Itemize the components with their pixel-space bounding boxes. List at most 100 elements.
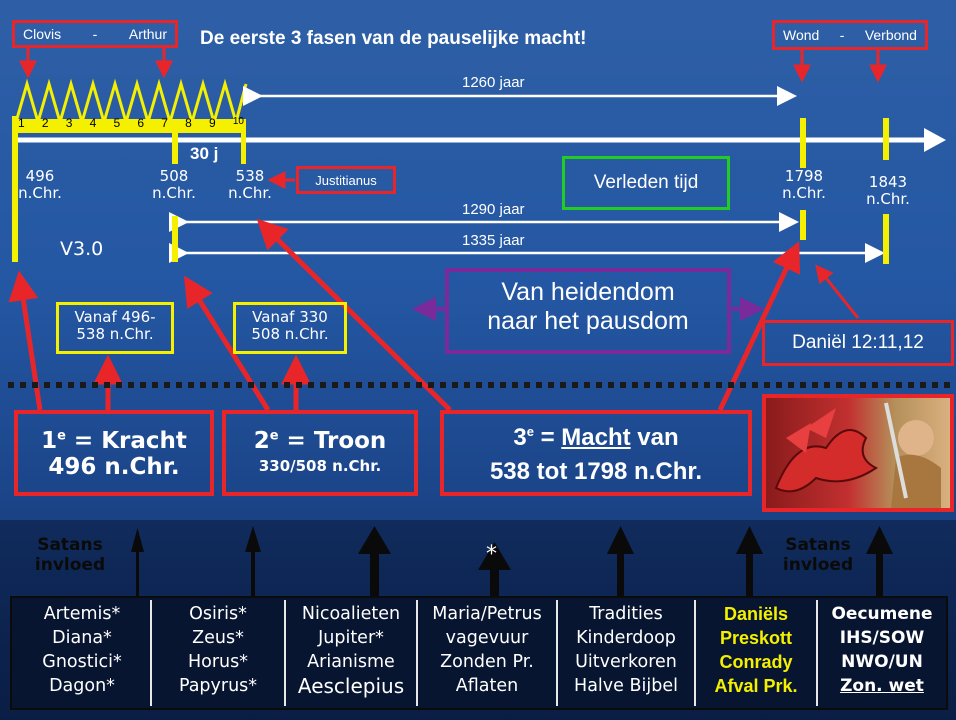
column-7: Oecumene IHS/SOW NWO/UN Zon. wet bbox=[818, 600, 946, 706]
label-daniel: Daniël 12:11,12 bbox=[792, 332, 924, 353]
yellow-line-1798 bbox=[800, 118, 806, 168]
date-496-year: 496 bbox=[25, 167, 55, 185]
col7-item-1: Oecumene bbox=[831, 604, 933, 624]
label-verbond: Verbond bbox=[864, 27, 917, 43]
column-separator-1 bbox=[150, 600, 152, 706]
column-4: Maria/Petrus vagevuur Zonden Pr. Aflaten bbox=[418, 600, 556, 706]
col1-item-4: Dagon* bbox=[49, 676, 115, 696]
column-separator-2 bbox=[284, 600, 286, 706]
col3-item-4: Aesclepius bbox=[297, 674, 405, 698]
phase3-eq: = bbox=[533, 424, 562, 451]
phase2-ord: 2 bbox=[253, 428, 270, 454]
column-separator-5 bbox=[694, 600, 696, 706]
col2-item-2: Zeus* bbox=[192, 628, 244, 648]
label-1290: 1290 jaar bbox=[462, 201, 525, 218]
yellow-line-1798b bbox=[800, 210, 806, 240]
phase2-line1: 2e = Troon bbox=[226, 428, 414, 454]
dragon-illustration bbox=[774, 402, 941, 508]
box-verleden-tijd: Verleden tijd bbox=[562, 156, 730, 210]
heidendom-line1: Van heidendom bbox=[501, 278, 675, 306]
col7-item-3: NWO/UN bbox=[841, 652, 923, 672]
label-arthur: Arthur bbox=[128, 26, 167, 42]
horn-6: 6 bbox=[137, 116, 145, 130]
label-1335: 1335 jaar bbox=[462, 232, 525, 249]
box-phase-3: 3e = Macht van 538 tot 1798 n.Chr. bbox=[440, 410, 752, 496]
col4-item-2: vagevuur bbox=[445, 628, 529, 648]
col3-item-1: Nicoalieten bbox=[301, 604, 401, 624]
phase3-rest: van bbox=[630, 424, 679, 451]
label-dash-2: - bbox=[839, 27, 845, 43]
column-separator-6 bbox=[816, 600, 818, 706]
date-1798-year: 1798 bbox=[784, 167, 824, 185]
horn-10: 10 bbox=[232, 116, 244, 127]
col6-item-4: Afval Prk. bbox=[714, 676, 798, 696]
col6-item-2: Preskott bbox=[719, 628, 793, 648]
date-538: 538 n.Chr. bbox=[212, 167, 288, 203]
red-arrow-daniel bbox=[815, 264, 860, 319]
yellow-line-1843 bbox=[883, 118, 889, 160]
red-arrow-phase3-left bbox=[256, 218, 452, 412]
horn-7: 7 bbox=[161, 116, 168, 130]
phase2-rest: = Troon bbox=[278, 428, 387, 454]
col4-item-4: Aflaten bbox=[455, 676, 519, 696]
label-wond: Wond bbox=[783, 27, 820, 43]
label-version: V3.0 bbox=[60, 238, 104, 260]
label-justitianus: Justitianus bbox=[315, 172, 377, 188]
date-496: 496 n.Chr. bbox=[0, 167, 80, 203]
box-phase-1: 1e = Kracht 496 n.Chr. bbox=[14, 410, 214, 496]
date-508-year: 508 bbox=[159, 167, 189, 185]
horn-1: 1 bbox=[18, 116, 25, 130]
col7-item-4: Zon. wet bbox=[840, 676, 924, 696]
horn-2: 2 bbox=[41, 116, 49, 130]
box-heidendom: Van heidendom naar het pausdom bbox=[445, 268, 731, 354]
date-508-era: n.Chr. bbox=[152, 184, 196, 203]
timeline-arrowhead bbox=[924, 128, 946, 152]
horns-band bbox=[14, 119, 246, 133]
phase1-line1: 1e = Kracht bbox=[18, 428, 210, 454]
box-vanaf-330: Vanaf 330 508 n.Chr. bbox=[233, 302, 347, 354]
satans-left-line1: Satans bbox=[37, 535, 103, 555]
col4-item-1: Maria/Petrus bbox=[432, 604, 542, 624]
date-1798-era: n.Chr. bbox=[782, 184, 826, 203]
satans-invloed-right: Satans invloed bbox=[770, 535, 866, 575]
col4-item-3: Zonden Pr. bbox=[440, 652, 534, 672]
label-clovis: Clovis bbox=[23, 26, 62, 42]
box-phase-2: 2e = Troon 330/508 n.Chr. bbox=[222, 410, 418, 496]
yellow-line-496 bbox=[12, 116, 18, 262]
col5-item-2: Kinderdoop bbox=[576, 628, 676, 648]
date-538-era: n.Chr. bbox=[228, 184, 272, 203]
col5-item-3: Uitverkoren bbox=[575, 652, 677, 672]
yellow-line-508b bbox=[172, 216, 178, 262]
red-arrow-phase1 bbox=[8, 270, 43, 411]
label-verleden-tijd: Verleden tijd bbox=[593, 172, 699, 193]
vanaf1-line2: 538 n.Chr. bbox=[76, 325, 154, 344]
date-538-year: 538 bbox=[235, 167, 265, 185]
red-arrow-phase2 bbox=[184, 275, 271, 412]
satans-invloed-left: Satans invloed bbox=[22, 535, 118, 575]
column-2: Osiris* Zeus* Horus* Papyrus* bbox=[152, 600, 284, 706]
date-1798: 1798 n.Chr. bbox=[764, 167, 844, 203]
col5-item-4: Halve Bijbel bbox=[574, 676, 678, 696]
col3-item-3: Arianisme bbox=[307, 652, 395, 672]
satans-right-line1: Satans bbox=[785, 535, 851, 555]
column-1: Artemis* Diana* Gnostici* Dagon* bbox=[14, 600, 150, 706]
col7-item-2: IHS/SOW bbox=[839, 628, 925, 648]
heidendom-line2: naar het pausdom bbox=[487, 306, 689, 335]
column-3: Nicoalieten Jupiter* Arianisme Aesclepiu… bbox=[286, 600, 416, 706]
phase3-sup: e bbox=[526, 424, 534, 439]
col6-item-3: Conrady bbox=[719, 652, 793, 672]
vanaf2-line1: Vanaf 330 bbox=[252, 308, 328, 326]
page-title: De eerste 3 fasen van de pauselijke mach… bbox=[200, 28, 587, 49]
phase3-ord: 3 bbox=[513, 424, 527, 451]
vanaf1-line1: Vanaf 496- bbox=[74, 308, 156, 326]
horn-5: 5 bbox=[113, 116, 121, 130]
phase1-ord: 1 bbox=[41, 428, 58, 454]
satans-left-line2: invloed bbox=[34, 554, 106, 575]
phase1-sup: e bbox=[57, 428, 66, 444]
col2-item-3: Horus* bbox=[187, 652, 249, 672]
label-dash-1: - bbox=[92, 26, 98, 42]
col1-item-1: Artemis* bbox=[43, 604, 121, 624]
phase3-underlined: Macht bbox=[561, 424, 631, 451]
yellow-line-538 bbox=[241, 126, 246, 164]
phase3-line2: 538 tot 1798 n.Chr. bbox=[489, 457, 703, 485]
